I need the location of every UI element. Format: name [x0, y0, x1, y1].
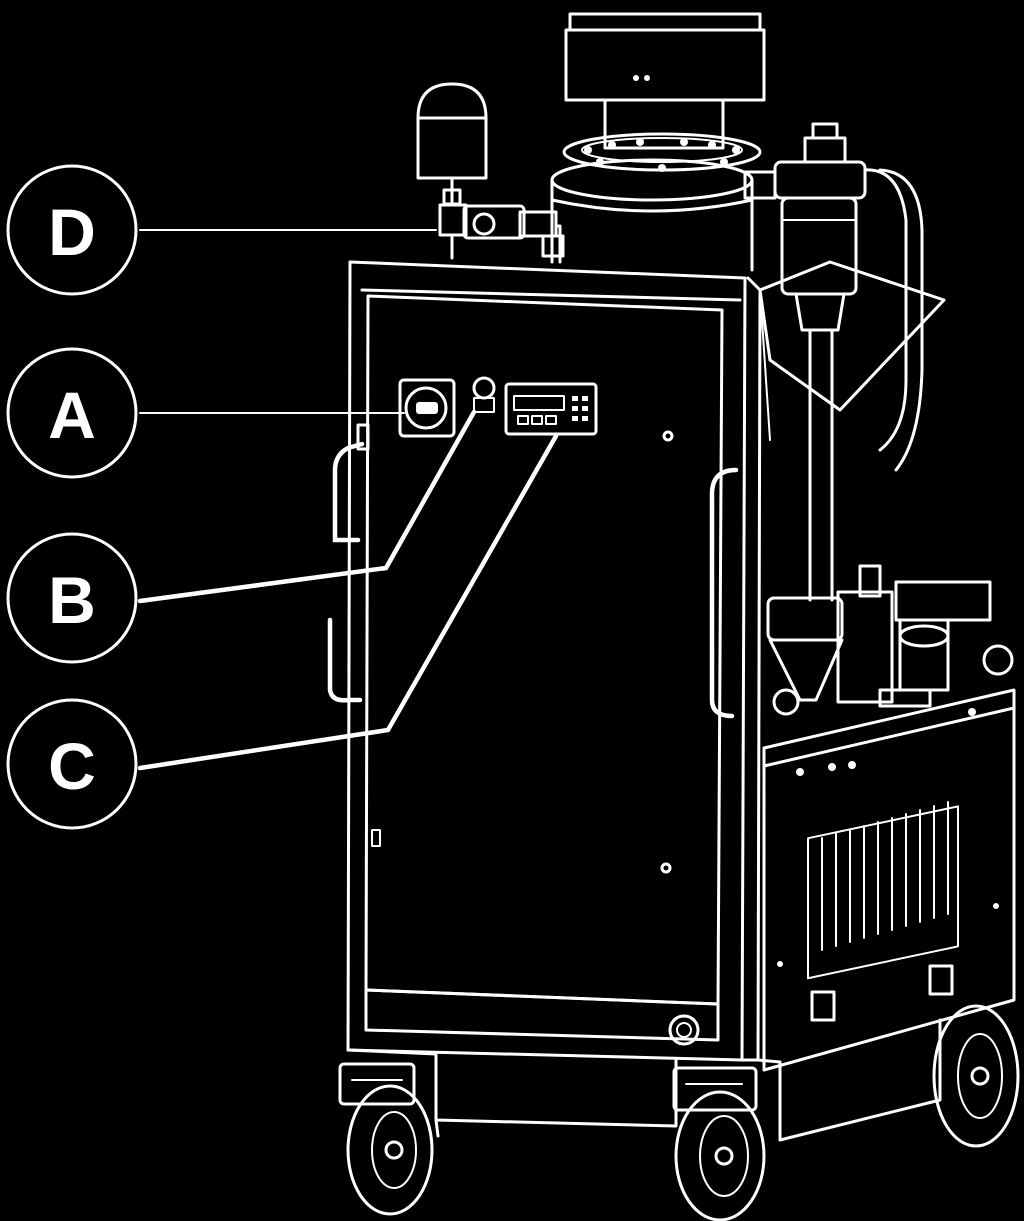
- relief-valve-assembly: [438, 203, 565, 264]
- front-cabinet: [346, 260, 762, 1062]
- control-display: [504, 382, 598, 436]
- callout-d-letter: D: [48, 195, 96, 269]
- wheel-front-right: [672, 1066, 766, 1221]
- callout-b: B: [6, 532, 138, 664]
- right-handle: [709, 467, 739, 719]
- top-motor-housing: [562, 12, 766, 172]
- accumulator-dome: [416, 82, 488, 207]
- indicator-lamp: [472, 376, 496, 413]
- leader-line-c: [137, 433, 559, 771]
- callout-c: C: [6, 698, 138, 830]
- callout-a-letter: A: [48, 378, 96, 452]
- pump-assembly: [766, 564, 1014, 716]
- callout-b-letter: B: [48, 563, 96, 637]
- wheel-rear-right: [932, 1004, 1020, 1148]
- cylinder-tank: [550, 158, 754, 272]
- callout-d: D: [6, 164, 138, 296]
- callout-c-letter: C: [48, 729, 96, 803]
- leader-line-b: [137, 409, 477, 604]
- callout-a-circle: [6, 347, 138, 479]
- vent-grille: [807, 801, 959, 980]
- callout-d-circle: [6, 164, 138, 296]
- left-handles: [327, 423, 370, 703]
- drain-plug: [668, 1014, 700, 1046]
- leader-lines: [137, 229, 559, 771]
- base-frame: [346, 1018, 942, 1142]
- callout-c-circle: [6, 698, 138, 830]
- side-chassis: [762, 688, 1016, 1072]
- callout-a: A: [6, 347, 138, 479]
- filter-assembly: [743, 122, 946, 602]
- main-switch: [398, 378, 456, 438]
- wheel-front-left: [338, 1062, 434, 1216]
- callout-b-circle: [6, 532, 138, 664]
